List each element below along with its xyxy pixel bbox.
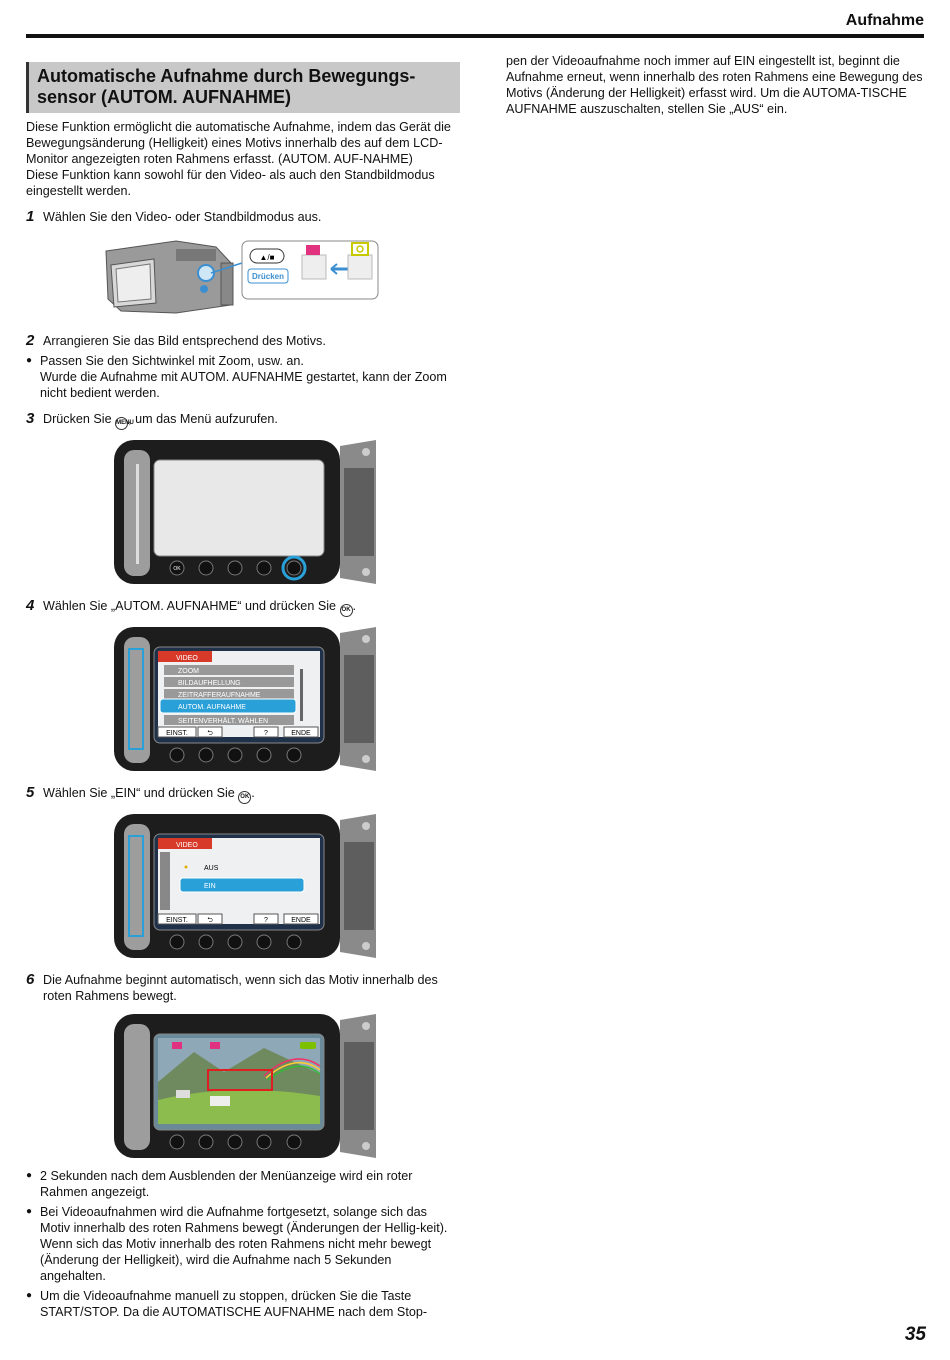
step-3: 3 Drücken Sie MENU, um das Menü aufzuruf…: [26, 411, 460, 430]
footer-button[interactable]: EINST.: [166, 917, 188, 924]
step-6: 6 Die Aufnahme beginnt automatisch, wenn…: [26, 972, 460, 1004]
intro-paragraph-1: Diese Funktion ermöglicht die automatisc…: [26, 120, 451, 166]
step-5: 5 Wählen Sie „EIN“ und drücken Sie OK.: [26, 785, 460, 804]
footer-button[interactable]: ?: [264, 730, 268, 737]
step-number: 6: [26, 971, 35, 988]
section-title: Automatische Aufnahme durch Bewegungs- s…: [26, 62, 460, 113]
step-text: Die Aufnahme beginnt automatisch, wenn s…: [43, 973, 438, 1003]
right-column: pen der Videoaufnahme noch immer auf EIN…: [506, 53, 926, 117]
step-1: 1 Wählen Sie den Video- oder Standbildmo…: [26, 209, 460, 225]
note-text: Um die Videoaufnahme manuell zu stoppen,…: [40, 1289, 428, 1319]
lcd-scene-figure: [114, 1012, 460, 1162]
video-mode-icon: [172, 1042, 182, 1049]
note-bullet: ●2 Sekunden nach dem Ausblenden der Menü…: [26, 1168, 460, 1200]
option-ein-selected[interactable]: EIN: [204, 883, 216, 890]
menu-header: VIDEO: [176, 842, 198, 849]
note-bullet: ●Um die Videoaufnahme manuell zu stoppen…: [26, 1288, 460, 1320]
note-text: 2 Sekunden nach dem Ausblenden der Menüa…: [40, 1169, 413, 1199]
menu-item[interactable]: SEITENVERHÄLT. WÄHLEN: [178, 717, 268, 725]
menu-item[interactable]: ZEITRAFFERAUFNAHME: [178, 692, 261, 699]
ok-button-icon: OK: [339, 604, 353, 617]
step-number: 3: [26, 410, 35, 427]
step-text: Wählen Sie „EIN“ und drücken Sie: [43, 786, 235, 800]
menu-button-icon: [286, 560, 302, 576]
step-number: 2: [26, 332, 35, 349]
lcd-menu-figure: VIDEO ZOOM BILDAUFHELLUNG ZEITRAFFERAUFN…: [114, 625, 460, 775]
lcd-blank-figure: OK: [114, 438, 460, 588]
camcorder-mode-figure: ▲/■ Drücken: [26, 233, 460, 323]
footer-button[interactable]: ENDE: [291, 917, 311, 924]
menu-header: VIDEO: [176, 655, 198, 662]
battery-icon: [300, 1042, 316, 1049]
bullet-line: Passen Sie den Sichtwinkel mit Zoom, usw…: [40, 354, 304, 368]
continued-paragraph: pen der Videoaufnahme noch immer auf EIN…: [506, 54, 923, 116]
note-text: Bei Videoaufnahmen wird die Aufnahme for…: [40, 1205, 448, 1283]
step-text: Wählen Sie „AUTOM. AUFNAHME“ und drücken…: [43, 599, 337, 613]
lcd-screen: [153, 459, 325, 557]
lcd-submenu-figure: VIDEO AUS EIN EINST. ⮌ ? ENDE: [114, 812, 460, 962]
step-text: .: [352, 599, 357, 613]
page-header-title: Aufnahme: [845, 12, 924, 29]
option-aus[interactable]: AUS: [204, 865, 219, 872]
step-2: 2 Arrangieren Sie das Bild entsprechend …: [26, 333, 460, 349]
step-number: 1: [26, 208, 35, 225]
footer-button[interactable]: ?: [264, 917, 268, 924]
camcorder-illustration: ▲/■ Drücken: [105, 240, 379, 314]
auto-rec-icon: [210, 1042, 220, 1049]
note-bullet: ●Bei Videoaufnahmen wird die Aufnahme fo…: [26, 1204, 460, 1284]
footer-button[interactable]: ⮌: [207, 916, 213, 924]
footer-button[interactable]: ENDE: [291, 730, 311, 737]
step-text: , um das Menü aufzurufen.: [128, 412, 278, 426]
still-mode-icon: [351, 242, 369, 256]
motion-detection-frame: [207, 1069, 273, 1091]
step-4: 4 Wählen Sie „AUTOM. AUFNAHME“ und drück…: [26, 598, 460, 617]
video-mode-icon: [306, 245, 320, 255]
menu-button-icon: MENU: [115, 417, 134, 430]
ok-button-icon: OK: [238, 791, 252, 804]
svg-text:OK: OK: [173, 566, 181, 572]
intro-paragraph-2: Diese Funktion kann sowohl für den Video…: [26, 168, 435, 198]
step-2-bullet: ● Passen Sie den Sichtwinkel mit Zoom, u…: [26, 353, 460, 401]
step-text: Drücken Sie: [43, 412, 112, 426]
scrollbar: [300, 669, 303, 721]
notes-list: ●2 Sekunden nach dem Ausblenden der Menü…: [26, 1168, 460, 1320]
camcorder-icon: [105, 240, 234, 314]
header-rule: [26, 34, 924, 38]
menu-item[interactable]: BILDAUFHELLUNG: [178, 680, 241, 687]
step-text: .: [251, 786, 255, 800]
footer-button[interactable]: ⮌: [207, 729, 213, 737]
mode-button-label: ▲/■: [260, 253, 275, 262]
bullet-line: Wurde die Aufnahme mit AUTOM. AUFNAHME g…: [40, 370, 447, 400]
step-text: Wählen Sie den Video- oder Standbildmodu…: [43, 210, 322, 224]
step-text: Arrangieren Sie das Bild entsprechend de…: [43, 334, 326, 348]
page-number: 35: [904, 1324, 926, 1345]
section-title-line1: Automatische Aufnahme durch Bewegungs-: [37, 66, 416, 86]
step-number: 5: [26, 784, 35, 801]
left-column: Automatische Aufnahme durch Bewegungs- s…: [26, 62, 460, 1320]
menu-item-selected[interactable]: AUTOM. AUFNAHME: [178, 704, 246, 711]
section-title-line2: sensor (AUTOM. AUFNAHME): [37, 87, 292, 107]
step-number: 4: [26, 597, 35, 614]
menu-item-list: ZOOM BILDAUFHELLUNG ZEITRAFFERAUFNAHME A…: [159, 665, 303, 725]
press-label: Drücken: [252, 272, 284, 281]
menu-item[interactable]: ZOOM: [178, 668, 199, 675]
footer-button[interactable]: EINST.: [166, 730, 188, 737]
